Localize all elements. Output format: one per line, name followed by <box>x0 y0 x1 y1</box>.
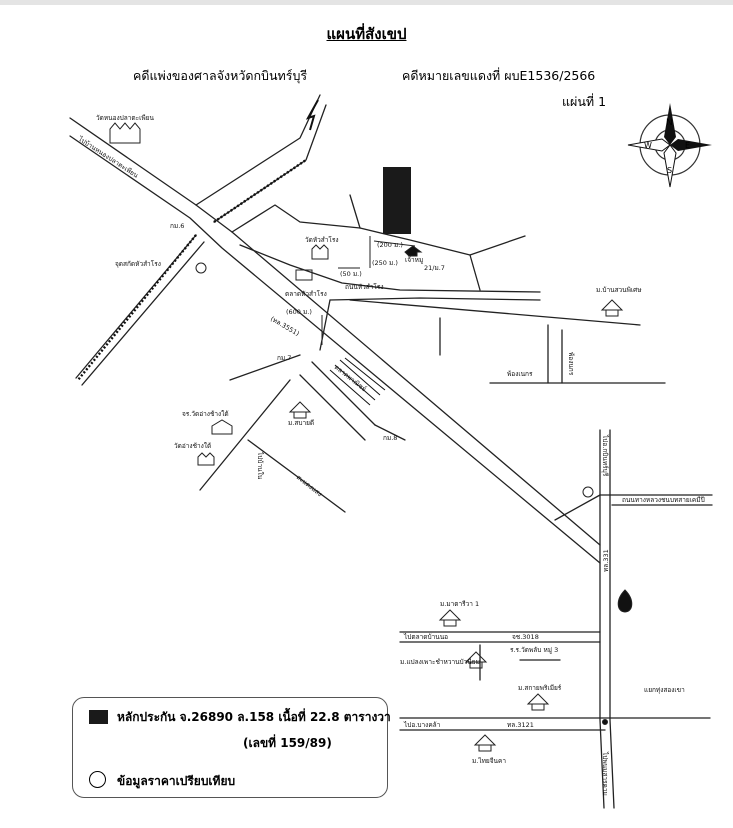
arrow-north-icon <box>305 99 319 131</box>
gas-station-icon <box>617 589 633 613</box>
label-jkx3018: จช.3018 <box>512 633 539 641</box>
label-split-intersection: แยกทุ่งสองเขา <box>644 686 685 694</box>
road-hwy331-b <box>609 429 615 809</box>
label-wat-hua-samrong: วัดหัวสำโรง <box>305 236 339 244</box>
house-icon <box>288 401 312 419</box>
checkpoint-icon <box>195 262 207 274</box>
house-icon <box>464 651 488 669</box>
road-hwy331 <box>599 429 605 809</box>
market-hatch <box>329 357 386 406</box>
legend-comparison: ข้อมูลราคาเปรียบเทียบ <box>117 774 236 788</box>
label-ban-suan: ม.บ้านสวนพิเศษ <box>596 286 642 294</box>
road-ban-in <box>247 439 346 513</box>
label-to-ban-in: ไปบ้านใน <box>256 451 264 480</box>
label-market: ตลาดหัวสำโรง <box>285 290 327 298</box>
house-icon <box>473 734 497 752</box>
label-to-bang-pakong: ไปอ.บางคล้า <box>403 721 441 729</box>
road-sub-1 <box>469 254 481 291</box>
landmarks <box>109 122 633 752</box>
house-icon <box>600 299 624 317</box>
collateral-plot <box>383 167 411 234</box>
label-wat-nong-pla: วัดหนองปลาตะเพียน <box>96 114 154 122</box>
road-north-spur <box>349 194 361 229</box>
rail-hatch <box>77 159 307 381</box>
road-sw <box>199 379 291 491</box>
top-edge-bar <box>0 0 733 5</box>
label-d50: (50 ม.) <box>340 270 362 278</box>
market-icon <box>295 269 313 281</box>
road-east-b <box>349 299 641 326</box>
road-km8 <box>374 424 406 441</box>
label-to-ban-kor: ไปตลาดบ้านนอ <box>403 633 448 641</box>
compass-s: S <box>667 166 672 175</box>
label-to-panom: ไปพนมสารคาม <box>601 751 609 796</box>
compass-e: E <box>685 141 690 150</box>
compass-w: W <box>644 141 652 150</box>
label-road-samrong: ถนนหัวสำโรง <box>345 283 384 291</box>
legend-collateral: หลักประกัน จ.26890 ล.158 เนื้อที่ 22.8 ต… <box>117 710 391 724</box>
label-mu-sawang: ม.สกายพริเมียร์ <box>518 684 562 692</box>
label-to-kabin: ไปอ.กบินทร์บุรี <box>601 434 609 477</box>
label-ban-sao-v: พ้องนกร <box>567 352 575 376</box>
distance-markers <box>321 236 416 345</box>
ne-road-left <box>195 94 321 206</box>
label-school: จร.วัดอ่างช้างใต้ <box>182 410 229 418</box>
label-hwy331: ทล.331 <box>602 549 610 572</box>
label-checkpoint: จุดสกัดหัวสำโรง <box>115 260 161 268</box>
label-hwy3121: ทล.3121 <box>507 721 534 729</box>
label-ban-sao: พ้องเนกร <box>507 370 533 378</box>
ne-road-right <box>213 104 327 223</box>
label-rong-rian: ร.ร.วัดพลับ หมู่ 3 <box>510 646 558 654</box>
junction-dot <box>602 719 608 725</box>
label-house-21: 21/ม.7 <box>424 264 445 272</box>
label-d250: (250 ม.) <box>372 259 398 267</box>
case-court: คดีแพ่งของศาลจังหวัดกบินทร์บุรี <box>133 68 308 83</box>
house-icon <box>438 609 462 627</box>
comparison-circle-icon <box>89 771 106 788</box>
map-title: แผนที่สังเขป <box>326 25 407 43</box>
label-mu-ban: ม.สบายดี <box>288 419 314 427</box>
case-number: คดีหมายเลขแดงที่ ผบE1536/2566 <box>402 68 596 83</box>
road-samrong <box>239 244 541 293</box>
label-d600: (600 ม.) <box>286 308 312 316</box>
label-road-east: ถนนทางหลวงชนบทสายเคมีปี <box>622 496 705 504</box>
label-sadaeng: สะแดงแสง <box>295 473 324 498</box>
road-market-lane <box>311 361 376 426</box>
sw-line-b <box>81 241 205 386</box>
temple-icon <box>109 122 141 144</box>
label-d200: (200 ม.) <box>377 241 403 249</box>
label-mu-thai: ม.ไทยจีนคา <box>472 757 506 765</box>
road-market-lane-2 <box>299 374 366 441</box>
sheet-number: แผ่นที่ 1 <box>562 94 607 109</box>
school-icon <box>211 419 233 435</box>
label-hwy3551: (ทล.3551) <box>269 315 301 338</box>
legend-collateral-no: (เลขที่ 159/89) <box>243 736 332 750</box>
junction-icon <box>582 486 594 498</box>
label-km8: กม.8 <box>383 434 397 442</box>
house-icon <box>526 693 550 711</box>
road-samrong-b <box>329 297 541 301</box>
map-legend: หลักประกัน จ.26890 ล.158 เนื้อที่ 22.8 ต… <box>72 697 391 798</box>
main-road-lower <box>69 135 601 564</box>
label-wat-ang-chang: วัดอ่างช้างใต้ <box>174 442 211 450</box>
house-icon <box>404 245 423 257</box>
compass-rose: N S E W <box>627 103 712 188</box>
compass-n: N <box>666 118 673 128</box>
label-chao-ruan: เจ้าหมู <box>405 256 423 264</box>
label-km7: กม.7 <box>277 354 291 362</box>
road-east-branch <box>554 494 713 521</box>
sw-line-a <box>75 234 197 379</box>
label-to-nong-pla: ไปบ้านหนองปลาตะเพียน <box>76 134 140 179</box>
collateral-swatch <box>89 710 108 724</box>
label-mu-prae: ม.แปลงเพาะชำหวานบัวนียม <box>400 658 480 666</box>
label-km6: กม.6 <box>170 222 184 230</box>
temple-icon <box>311 244 329 260</box>
temple-icon <box>197 452 215 466</box>
main-road-upper <box>69 117 601 546</box>
label-mu-prem: ม.มาตารีวา 1 <box>440 600 479 608</box>
road-km7 <box>229 354 301 381</box>
